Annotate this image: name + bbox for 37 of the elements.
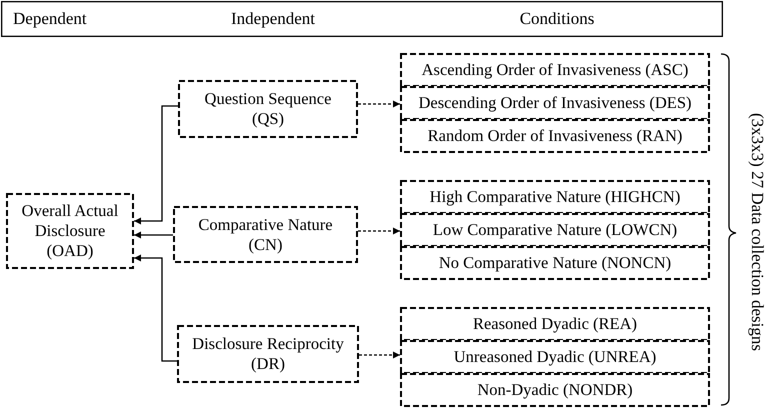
box-label: No Comparative Nature (NONCN) [438, 253, 672, 273]
box-label: Random Order of Invasiveness (RAN) [428, 126, 682, 146]
column-header: Conditions [520, 9, 594, 29]
column-header: Dependent [13, 9, 87, 29]
arrow [134, 254, 177, 362]
box-label: Disclosure Reciprocity (DR) [191, 334, 345, 374]
dashed-arrow [359, 352, 400, 358]
box-label: Unreasoned Dyadic (UNREA) [454, 347, 656, 367]
column-header: Independent [230, 9, 316, 29]
box-label: Low Comparative Nature (LOWCN) [432, 220, 678, 240]
box-label: Overall Actual Disclosure (OAD) [20, 201, 120, 261]
box-label: Ascending Order of Invasiveness (ASC) [422, 60, 688, 80]
condition-box [400, 246, 710, 280]
bracket-label: (3x3x3) 27 Data collection designs [747, 112, 767, 353]
condition-box [400, 180, 710, 214]
condition-box [400, 53, 710, 87]
condition-box [400, 373, 710, 407]
variable-box [6, 193, 134, 269]
box-label: Question Sequence (QS) [204, 89, 332, 129]
arrow [134, 232, 173, 238]
header-bar [1, 1, 723, 37]
condition-box [400, 307, 710, 341]
box-label: Descending Order of Invasiveness (DES) [418, 93, 692, 113]
variable-box [177, 325, 359, 383]
dashed-arrow [358, 100, 400, 108]
condition-box [400, 340, 710, 374]
condition-box [400, 119, 710, 153]
box-label: Comparative Nature (CN) [197, 214, 334, 254]
dashed-arrow [358, 228, 400, 234]
arrow [134, 105, 178, 224]
variable-box [173, 206, 358, 263]
condition-box [400, 86, 710, 120]
box-label: High Comparative Nature (HIGHCN) [430, 187, 680, 207]
box-label: Non-Dyadic (NONDR) [477, 380, 633, 400]
box-label: Reasoned Dyadic (REA) [472, 314, 638, 334]
variable-box [178, 80, 358, 138]
condition-box [400, 213, 710, 247]
